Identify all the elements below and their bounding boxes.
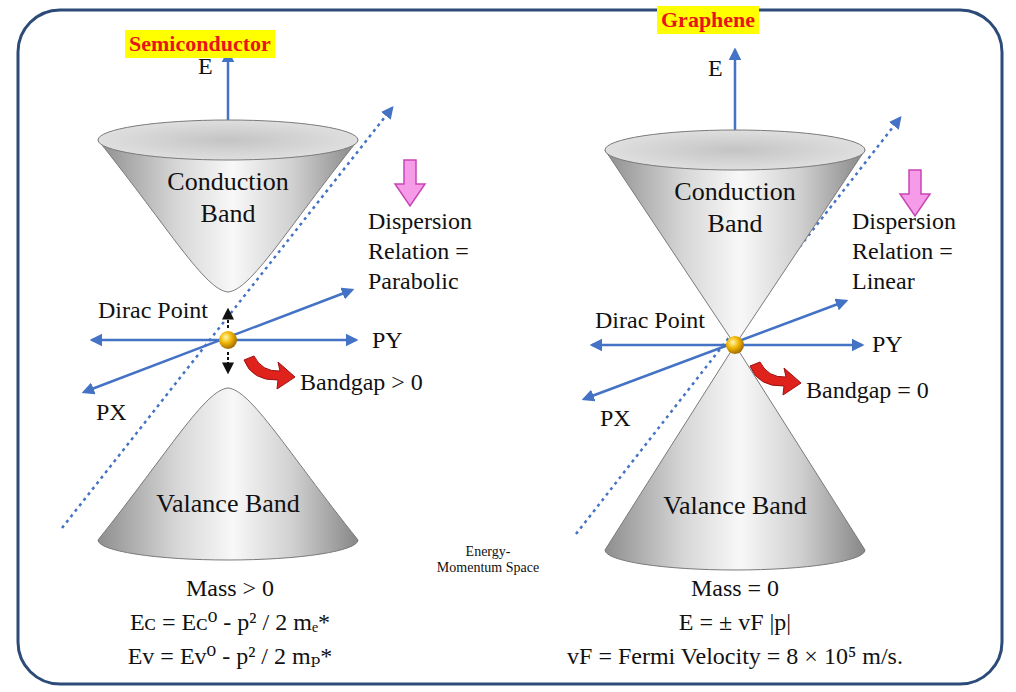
point-label: Dirac Point — [98, 296, 208, 325]
band-cone: Conduction Band — [96, 114, 360, 296]
red-arrow — [244, 356, 295, 389]
cone-rim — [605, 130, 865, 170]
band-text-holder: Conduction Band — [96, 166, 360, 229]
band-cone: Valance Band — [96, 384, 360, 566]
mass-text: Mass > 0 — [186, 574, 274, 603]
py-axis — [92, 339, 356, 342]
point-label: Dirac Point — [595, 306, 705, 335]
axis-label: PX — [96, 398, 127, 427]
band-text-holder: Valance Band — [603, 490, 867, 522]
axis-label: E — [198, 52, 213, 81]
mass-text: Mass = 0 — [691, 574, 779, 603]
equation: Eᴠ = Eᴠ⁰ - p² / 2 mₚ* — [128, 642, 333, 671]
gap-arrow — [227, 310, 229, 328]
band-label: Conduction Band — [660, 176, 810, 239]
note-text: Dispersion Relation = Parabolic — [368, 206, 498, 296]
cone-body — [98, 388, 358, 560]
cone-rim — [98, 120, 358, 160]
axis-label: PY — [872, 330, 903, 359]
cone-shape — [96, 384, 360, 566]
space-label: Energy- Momentum Space — [434, 544, 542, 576]
band-label: Valance Band — [660, 490, 810, 522]
band-text-holder: Conduction Band — [603, 176, 867, 239]
py-axis — [592, 344, 862, 347]
axis-label: E — [708, 54, 723, 83]
equation: Eᴄ = Eᴄ⁰ - p² / 2 mₑ* — [130, 608, 330, 637]
pink-arrow — [395, 160, 425, 206]
cone-body — [98, 140, 358, 292]
panel-title: Graphene — [661, 7, 755, 32]
frame-border — [18, 10, 1002, 684]
gap-arrow — [227, 352, 229, 372]
note-text: Bandgap > 0 — [300, 368, 423, 397]
equation: vF = Fermi Velocity = 8 × 10⁵ m/s. — [567, 642, 903, 671]
equation: E = ± vF |p| — [679, 608, 791, 637]
energy-axis — [227, 52, 230, 125]
energy-axis — [734, 50, 737, 135]
band-text-holder: Valance Band — [96, 488, 360, 520]
dirac-point — [219, 331, 237, 349]
title-highlight: Graphene — [657, 6, 759, 34]
panel-title: Semiconductor — [129, 31, 271, 56]
axis-label: PX — [600, 404, 631, 433]
band-label: Conduction Band — [153, 166, 303, 229]
band-label: Valance Band — [153, 488, 303, 520]
note-text: Dispersion Relation = Linear — [852, 206, 987, 296]
note-text: Bandgap = 0 — [806, 376, 929, 405]
axis-label: PY — [372, 326, 403, 355]
